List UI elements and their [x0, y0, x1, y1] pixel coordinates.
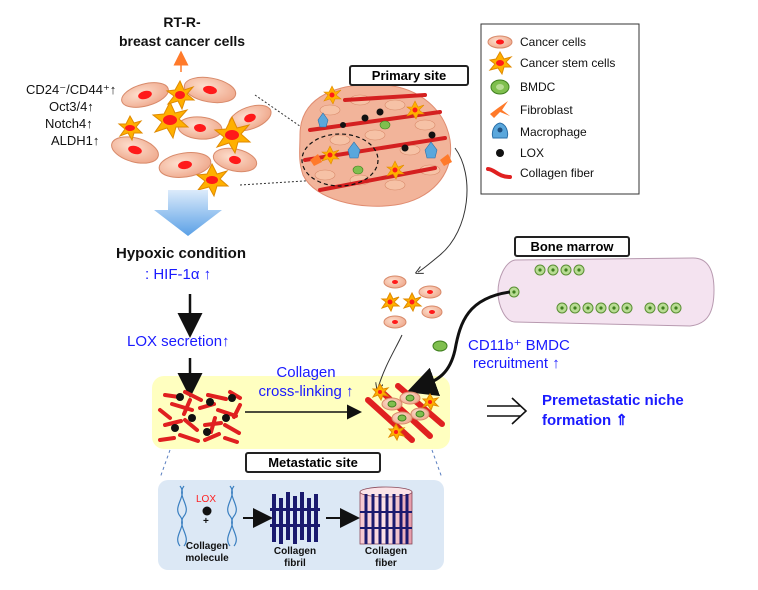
collagen-fiber-icon-large [359, 486, 413, 545]
legend-bmdc: BMDC [520, 80, 556, 94]
marker-notch4: Notch4↑ [45, 116, 93, 131]
collagen-fibril-line2: fibril [284, 558, 306, 569]
primary-tumor [299, 84, 452, 207]
metastatic-site-label: Metastatic site [245, 452, 381, 473]
collagen-molecule-line2: molecule [185, 553, 229, 564]
collagen-fiber-line2: fiber [375, 558, 397, 569]
cancer-cell-cluster [111, 76, 272, 198]
collagen-crosslinking-line2: cross-linking ↑ [258, 383, 354, 400]
marker-cd24-cd44: CD24⁻/CD44⁺↑ [26, 82, 117, 97]
collagen-lox-mesh [158, 390, 242, 444]
bone-marrow-label: Bone marrow [514, 236, 630, 257]
rtr-label-line2: breast cancer cells [118, 33, 246, 49]
marker-oct34: Oct3/4↑ [49, 99, 94, 114]
bottom-lox-label: LOX [196, 494, 217, 505]
rtr-label-line1: RT-R- [163, 14, 201, 30]
implies-arrow [487, 397, 528, 425]
bottom-plus: + [203, 516, 209, 527]
hypoxic-condition-label: Hypoxic condition [116, 245, 247, 262]
legend-cancer-cells: Cancer cells [520, 35, 587, 49]
lox-secretion-label: LOX secretion↑ [127, 333, 230, 350]
circulating-cells [380, 275, 448, 352]
hif-label: : HIF-1α ↑ [145, 266, 212, 283]
zoom-circle [301, 133, 379, 187]
blue-down-arrow [154, 190, 222, 236]
marker-aldh1: ALDH1↑ [51, 133, 100, 148]
legend-icons [486, 35, 513, 179]
collagen-fibril-line1: Collagen [273, 546, 317, 557]
legend-fibroblast: Fibroblast [520, 103, 573, 117]
premetastatic-line1: Premetastatic niche [542, 392, 684, 409]
collagen-fibril-icon [270, 492, 320, 544]
bone-marrow-shape [497, 257, 715, 327]
collagen-fiber-line1: Collagen [364, 546, 408, 557]
legend-macrophage: Macrophage [520, 125, 587, 139]
cd11b-label-line1: CD11b⁺ BMDC [468, 337, 570, 354]
cd11b-label-line2: recruitment ↑ [473, 355, 560, 372]
bmdc-recruitment-arrow [406, 290, 511, 396]
primary-site-label: Primary site [349, 65, 469, 86]
niche-cluster [365, 383, 445, 443]
collagen-crosslinking-line1: Collagen [276, 364, 336, 381]
legend-collagen-fiber: Collagen fiber [520, 166, 595, 180]
collagen-molecule-line1: Collagen [185, 541, 229, 552]
legend-lox: LOX [520, 146, 545, 160]
legend-cancer-stem-cells: Cancer stem cells [520, 56, 616, 70]
legend-box [480, 23, 640, 195]
premetastatic-line2: formation ⇑ [542, 412, 628, 429]
collagen-molecule-icon [177, 485, 237, 547]
